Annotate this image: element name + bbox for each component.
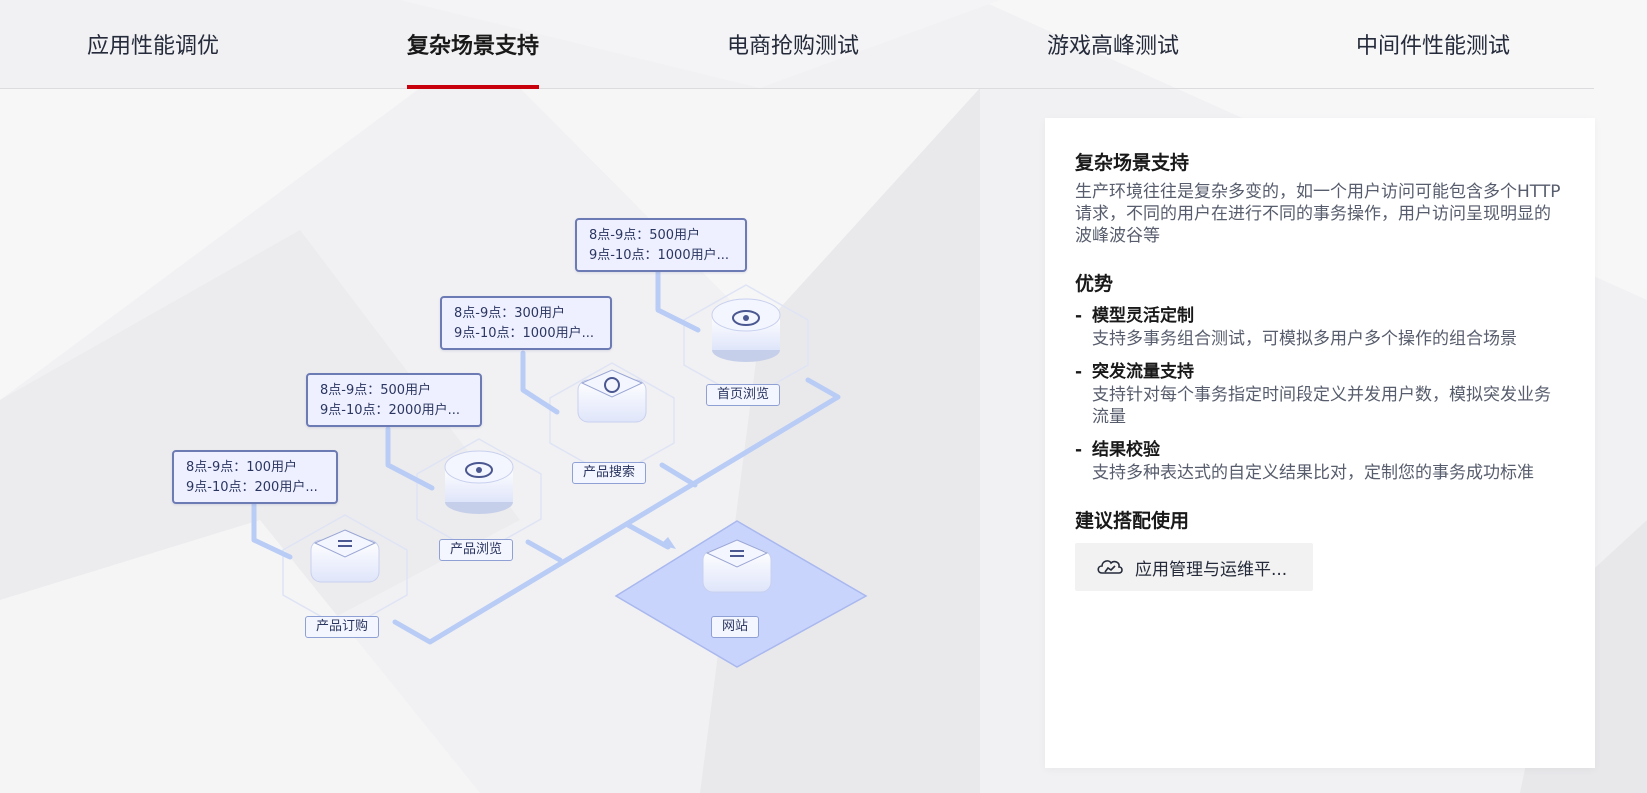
cloud-hand-icon bbox=[1097, 560, 1123, 574]
tooltip-line: 8点-9点：500用户 bbox=[320, 383, 432, 398]
tooltip-search: 8点-9点：300用户 9点-10点：1000用户... bbox=[440, 296, 612, 350]
advantage-item: -结果校验 支持多种表达式的自定义结果比对，定制您的事务成功标准 bbox=[1075, 438, 1565, 484]
tooltip-line: 9点-10点：2000用户... bbox=[320, 403, 460, 418]
server-home bbox=[711, 298, 781, 362]
dash-bullet: - bbox=[1075, 306, 1083, 326]
dash-bullet: - bbox=[1075, 440, 1083, 460]
advantage-title: -模型灵活定制 bbox=[1075, 304, 1565, 328]
dash-bullet: - bbox=[1075, 362, 1083, 382]
server-browse bbox=[444, 450, 514, 514]
advantage-title: -结果校验 bbox=[1075, 438, 1565, 462]
panel-description: 生产环境往往是复杂多变的，如一个用户访问可能包含多个HTTP请求，不同的用户在进… bbox=[1075, 182, 1561, 246]
advantages-heading: 优势 bbox=[1075, 273, 1114, 295]
advantage-item: -突发流量支持 支持针对每个事务指定时间段定义并发用户数，模拟突发业务流量 bbox=[1075, 360, 1565, 428]
recommend-product-label: 应用管理与运维平... bbox=[1135, 559, 1288, 580]
advantage-desc: 支持针对每个事务指定时间段定义并发用户数，模拟突发业务流量 bbox=[1092, 385, 1551, 427]
advantage-item: -模型灵活定制 支持多事务组合测试，可模拟多用户多个操作的组合场景 bbox=[1075, 304, 1565, 350]
tab-bar: 应用性能调优 复杂场景支持 电商抢购测试 游戏高峰测试 中间件性能测试 bbox=[0, 0, 1594, 89]
tooltip-order: 8点-9点：100用户 9点-10点：200用户... bbox=[172, 450, 338, 504]
info-panel: 复杂场景支持 生产环境往往是复杂多变的，如一个用户访问可能包含多个HTTP请求，… bbox=[1045, 118, 1595, 768]
tooltip-line: 8点-9点：300用户 bbox=[454, 306, 566, 321]
tooltip-line: 8点-9点：100用户 bbox=[186, 460, 298, 475]
tooltip-line: 9点-10点：1000用户... bbox=[454, 326, 594, 341]
node-label-search: 产品搜索 bbox=[572, 462, 647, 484]
advantage-title: -突发流量支持 bbox=[1075, 360, 1565, 384]
recommend-product-button[interactable]: 应用管理与运维平... bbox=[1075, 543, 1313, 591]
tooltip-line: 9点-10点：200用户... bbox=[186, 480, 318, 495]
advantage-desc: 支持多种表达式的自定义结果比对，定制您的事务成功标准 bbox=[1092, 463, 1534, 483]
tooltip-browse: 8点-9点：500用户 9点-10点：2000用户... bbox=[306, 373, 482, 427]
site-plate bbox=[614, 520, 868, 668]
server-search bbox=[577, 369, 647, 423]
advantage-desc: 支持多事务组合测试，可模拟多用户多个操作的组合场景 bbox=[1092, 329, 1517, 349]
tooltip-home: 8点-9点：500用户 9点-10点：1000用户... bbox=[575, 218, 747, 272]
tab-middleware-performance[interactable]: 中间件性能测试 bbox=[1356, 34, 1511, 59]
panel-title: 复杂场景支持 bbox=[1075, 152, 1190, 174]
node-label-home: 首页浏览 bbox=[706, 384, 781, 406]
node-label-site: 网站 bbox=[711, 616, 760, 638]
tooltip-line: 9点-10点：1000用户... bbox=[589, 248, 729, 263]
tab-game-peak[interactable]: 游戏高峰测试 bbox=[1047, 34, 1180, 59]
tab-app-performance[interactable]: 应用性能调优 bbox=[87, 34, 220, 59]
advantage-title-text: 突发流量支持 bbox=[1092, 362, 1194, 382]
tab-complex-scenario[interactable]: 复杂场景支持 bbox=[407, 28, 540, 89]
tab-ecommerce-flash-sale[interactable]: 电商抢购测试 bbox=[727, 34, 860, 59]
recommend-heading: 建议搭配使用 bbox=[1075, 510, 1190, 532]
tooltip-line: 8点-9点：500用户 bbox=[589, 228, 701, 243]
node-label-order: 产品订购 bbox=[305, 616, 380, 638]
scenario-diagram: 8点-9点：500用户 9点-10点：1000用户... 8点-9点：300用户… bbox=[150, 205, 890, 675]
node-label-browse: 产品浏览 bbox=[439, 539, 514, 561]
server-order bbox=[310, 529, 380, 583]
advantage-title-text: 结果校验 bbox=[1092, 440, 1160, 460]
server-site bbox=[702, 539, 772, 593]
advantage-title-text: 模型灵活定制 bbox=[1092, 306, 1194, 326]
